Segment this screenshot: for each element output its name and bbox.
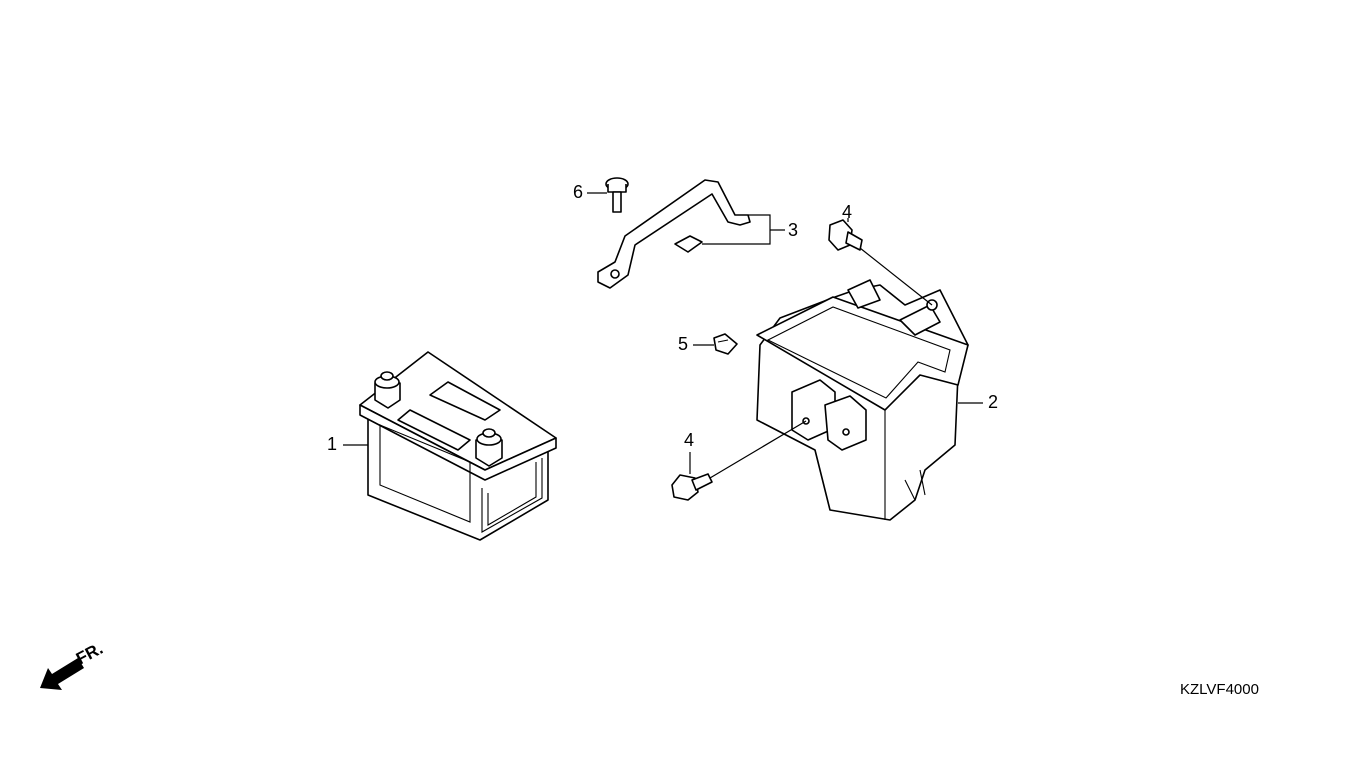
battery[interactable] (359, 351, 557, 541)
battery-box[interactable] (756, 279, 969, 521)
battery-terminal-right (475, 428, 503, 467)
diagram-code: KZLVF4000 (1180, 681, 1259, 698)
battery-terminal-left (374, 371, 401, 409)
leader-3 (702, 214, 785, 245)
callout-3[interactable]: 3 (788, 220, 799, 240)
callout-4-lower[interactable]: 4 (684, 430, 695, 450)
bolt-lower[interactable] (671, 473, 713, 501)
callout-5[interactable]: 5 (678, 334, 689, 354)
callout-4-upper[interactable]: 4 (842, 202, 853, 222)
bolt-upper[interactable] (828, 219, 863, 251)
front-direction-arrow-icon (40, 658, 84, 690)
bracket-screw[interactable] (605, 177, 629, 213)
clip-nut[interactable] (713, 333, 738, 355)
battery-bracket[interactable] (597, 179, 751, 289)
callout-2[interactable]: 2 (988, 392, 999, 412)
bolt-lower-guide (709, 420, 807, 479)
callout-6[interactable]: 6 (573, 182, 584, 202)
callout-1[interactable]: 1 (327, 434, 338, 454)
bolt-upper-guide (859, 247, 933, 306)
